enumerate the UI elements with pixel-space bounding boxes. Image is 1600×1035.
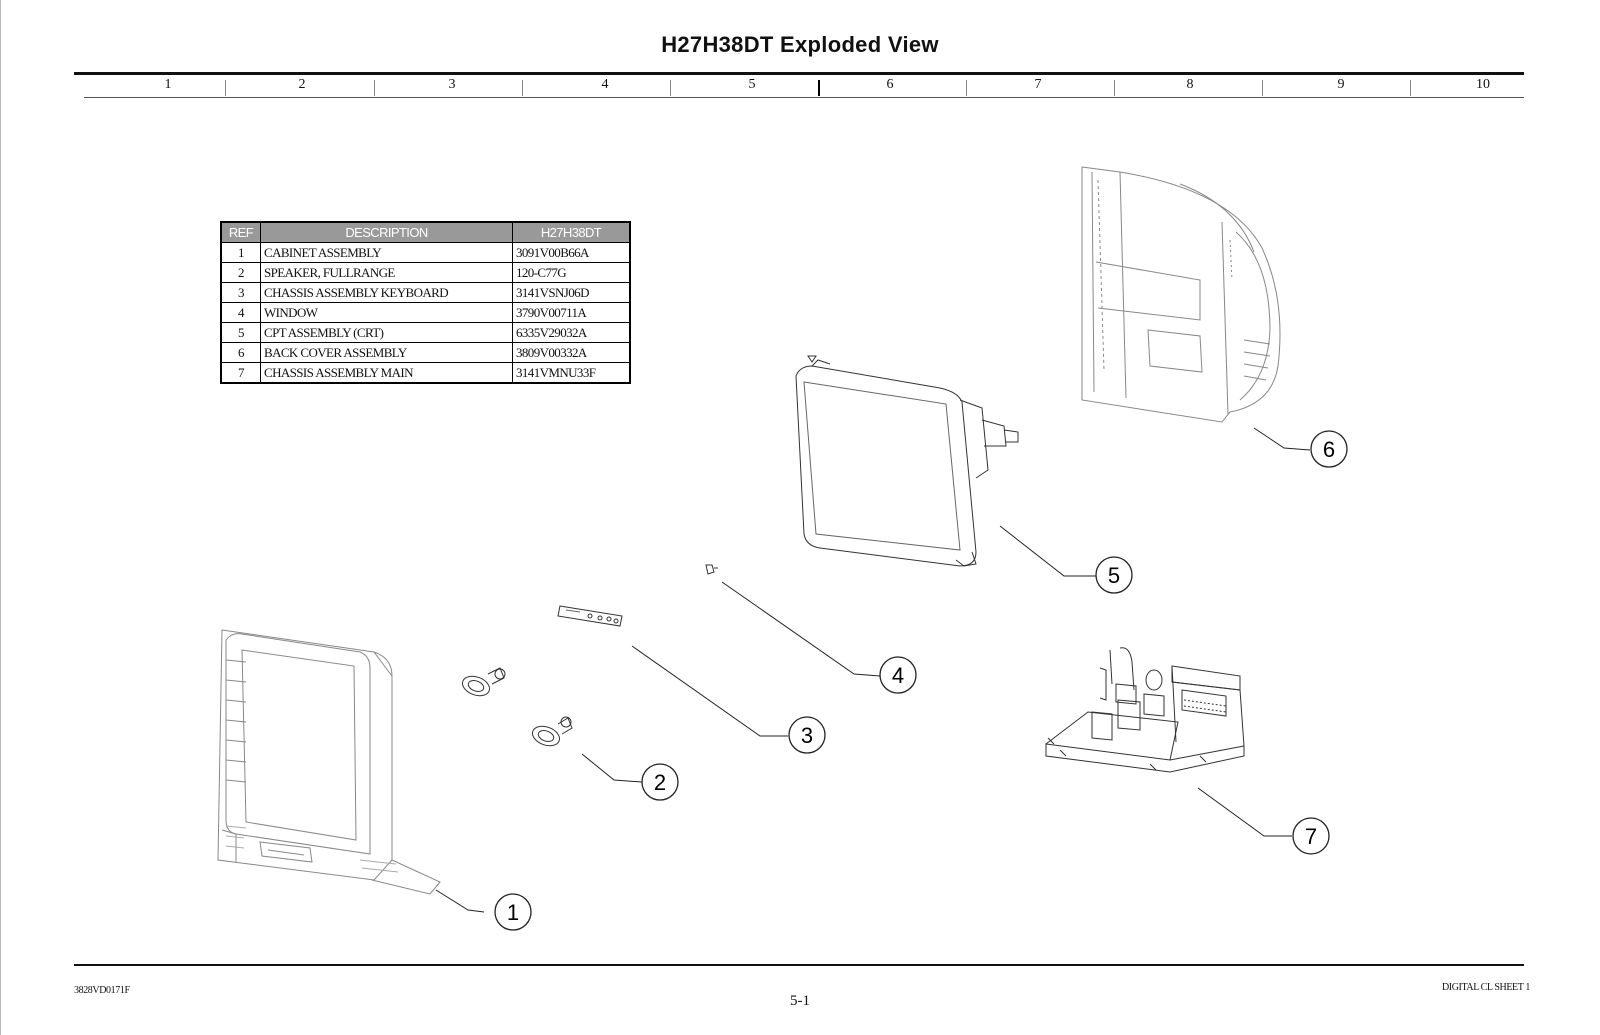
grid-tick (670, 80, 671, 96)
callout-3: 3 (788, 716, 826, 754)
crt-assembly-drawing (795, 355, 1019, 567)
grid-number: 8 (1186, 77, 1194, 92)
table-row: 7 CHASSIS ASSEMBLY MAIN 3141VMNU33F (220, 362, 631, 384)
callout-label: 4 (892, 663, 904, 688)
grid-number: 5 (748, 77, 756, 92)
page-frame (0, 0, 1, 1035)
description-cell: WINDOW (260, 302, 513, 323)
callout-6: 6 (1310, 430, 1348, 468)
part-number-cell: 3809V00332A (512, 342, 631, 363)
callout-markers: 1 2 3 4 5 6 7 (494, 430, 1348, 931)
table-header-row: REF DESCRIPTION H27H38DT (220, 221, 631, 243)
ref-header: REF (220, 221, 261, 243)
cabinet-assembly-drawing (217, 629, 441, 895)
grid-number: 9 (1337, 77, 1345, 92)
grid-tick-center (818, 80, 820, 96)
part-number-cell: 6335V29032A (512, 322, 631, 343)
callout-7: 7 (1292, 817, 1330, 855)
callout-1: 1 (494, 893, 532, 931)
table-row: 4 WINDOW 3790V00711A (220, 302, 631, 323)
part-number-cell: 3141VMNU33F (512, 362, 631, 384)
description-cell: CABINET ASSEMBLY (260, 242, 513, 263)
table-row: 3 CHASSIS ASSEMBLY KEYBOARD 3141VSNJ06D (220, 282, 631, 303)
grid-rule (84, 97, 1524, 98)
sheet-label: DIGITAL CL SHEET 1 (1441, 982, 1530, 993)
grid-tick (966, 80, 967, 96)
callout-label: 5 (1108, 563, 1120, 588)
callout-label: 2 (654, 770, 666, 795)
part-number-cell: 3141VSNJ06D (512, 282, 631, 303)
header-rule (74, 72, 1524, 75)
callout-label: 1 (507, 900, 519, 925)
model-header: H27H38DT (512, 221, 631, 243)
grid-tick (374, 80, 375, 96)
leader-lines (435, 427, 1311, 913)
callout-label: 7 (1305, 824, 1317, 849)
callout-4: 4 (879, 656, 917, 694)
part-number-cell: 3790V00711A (512, 302, 631, 323)
grid-tick (1410, 80, 1411, 96)
grid-number: 1 (164, 77, 172, 92)
table-row: 2 SPEAKER, FULLRANGE 120-C77G (220, 262, 631, 283)
page-number: 5-1 (790, 993, 810, 1009)
description-cell: SPEAKER, FULLRANGE (260, 262, 513, 283)
footer-rule (74, 964, 1524, 966)
table-row: 6 BACK COVER ASSEMBLY 3809V00332A (220, 342, 631, 363)
grid-number: 2 (298, 77, 306, 92)
grid-tick (225, 80, 226, 96)
grid-number: 4 (601, 77, 609, 92)
description-cell: BACK COVER ASSEMBLY (260, 342, 513, 363)
grid-number: 6 (886, 77, 894, 92)
description-cell: CHASSIS ASSEMBLY MAIN (260, 362, 513, 384)
document-number: 3828VD0171F (74, 985, 130, 996)
window-drawing (705, 564, 718, 575)
parts-table: REF DESCRIPTION H27H38DT 1 CABINET ASSEM… (220, 221, 631, 384)
grid-number: 3 (448, 77, 456, 92)
grid-tick (522, 80, 523, 96)
callout-label: 6 (1323, 437, 1335, 462)
callout-5: 5 (1095, 556, 1133, 594)
speaker-drawing (461, 667, 573, 747)
grid-number: 7 (1034, 77, 1042, 92)
description-cell: CHASSIS ASSEMBLY KEYBOARD (260, 282, 513, 303)
callout-2: 2 (641, 763, 679, 801)
keyboard-chassis-drawing (557, 605, 623, 627)
grid-number: 10 (1476, 77, 1490, 92)
callout-label: 3 (801, 723, 813, 748)
main-chassis-drawing (1045, 647, 1245, 773)
grid-tick (1114, 80, 1115, 96)
page-title: H27H38DT Exploded View (661, 32, 939, 57)
back-cover-assembly-drawing (1081, 166, 1281, 423)
grid-tick (1262, 80, 1263, 96)
